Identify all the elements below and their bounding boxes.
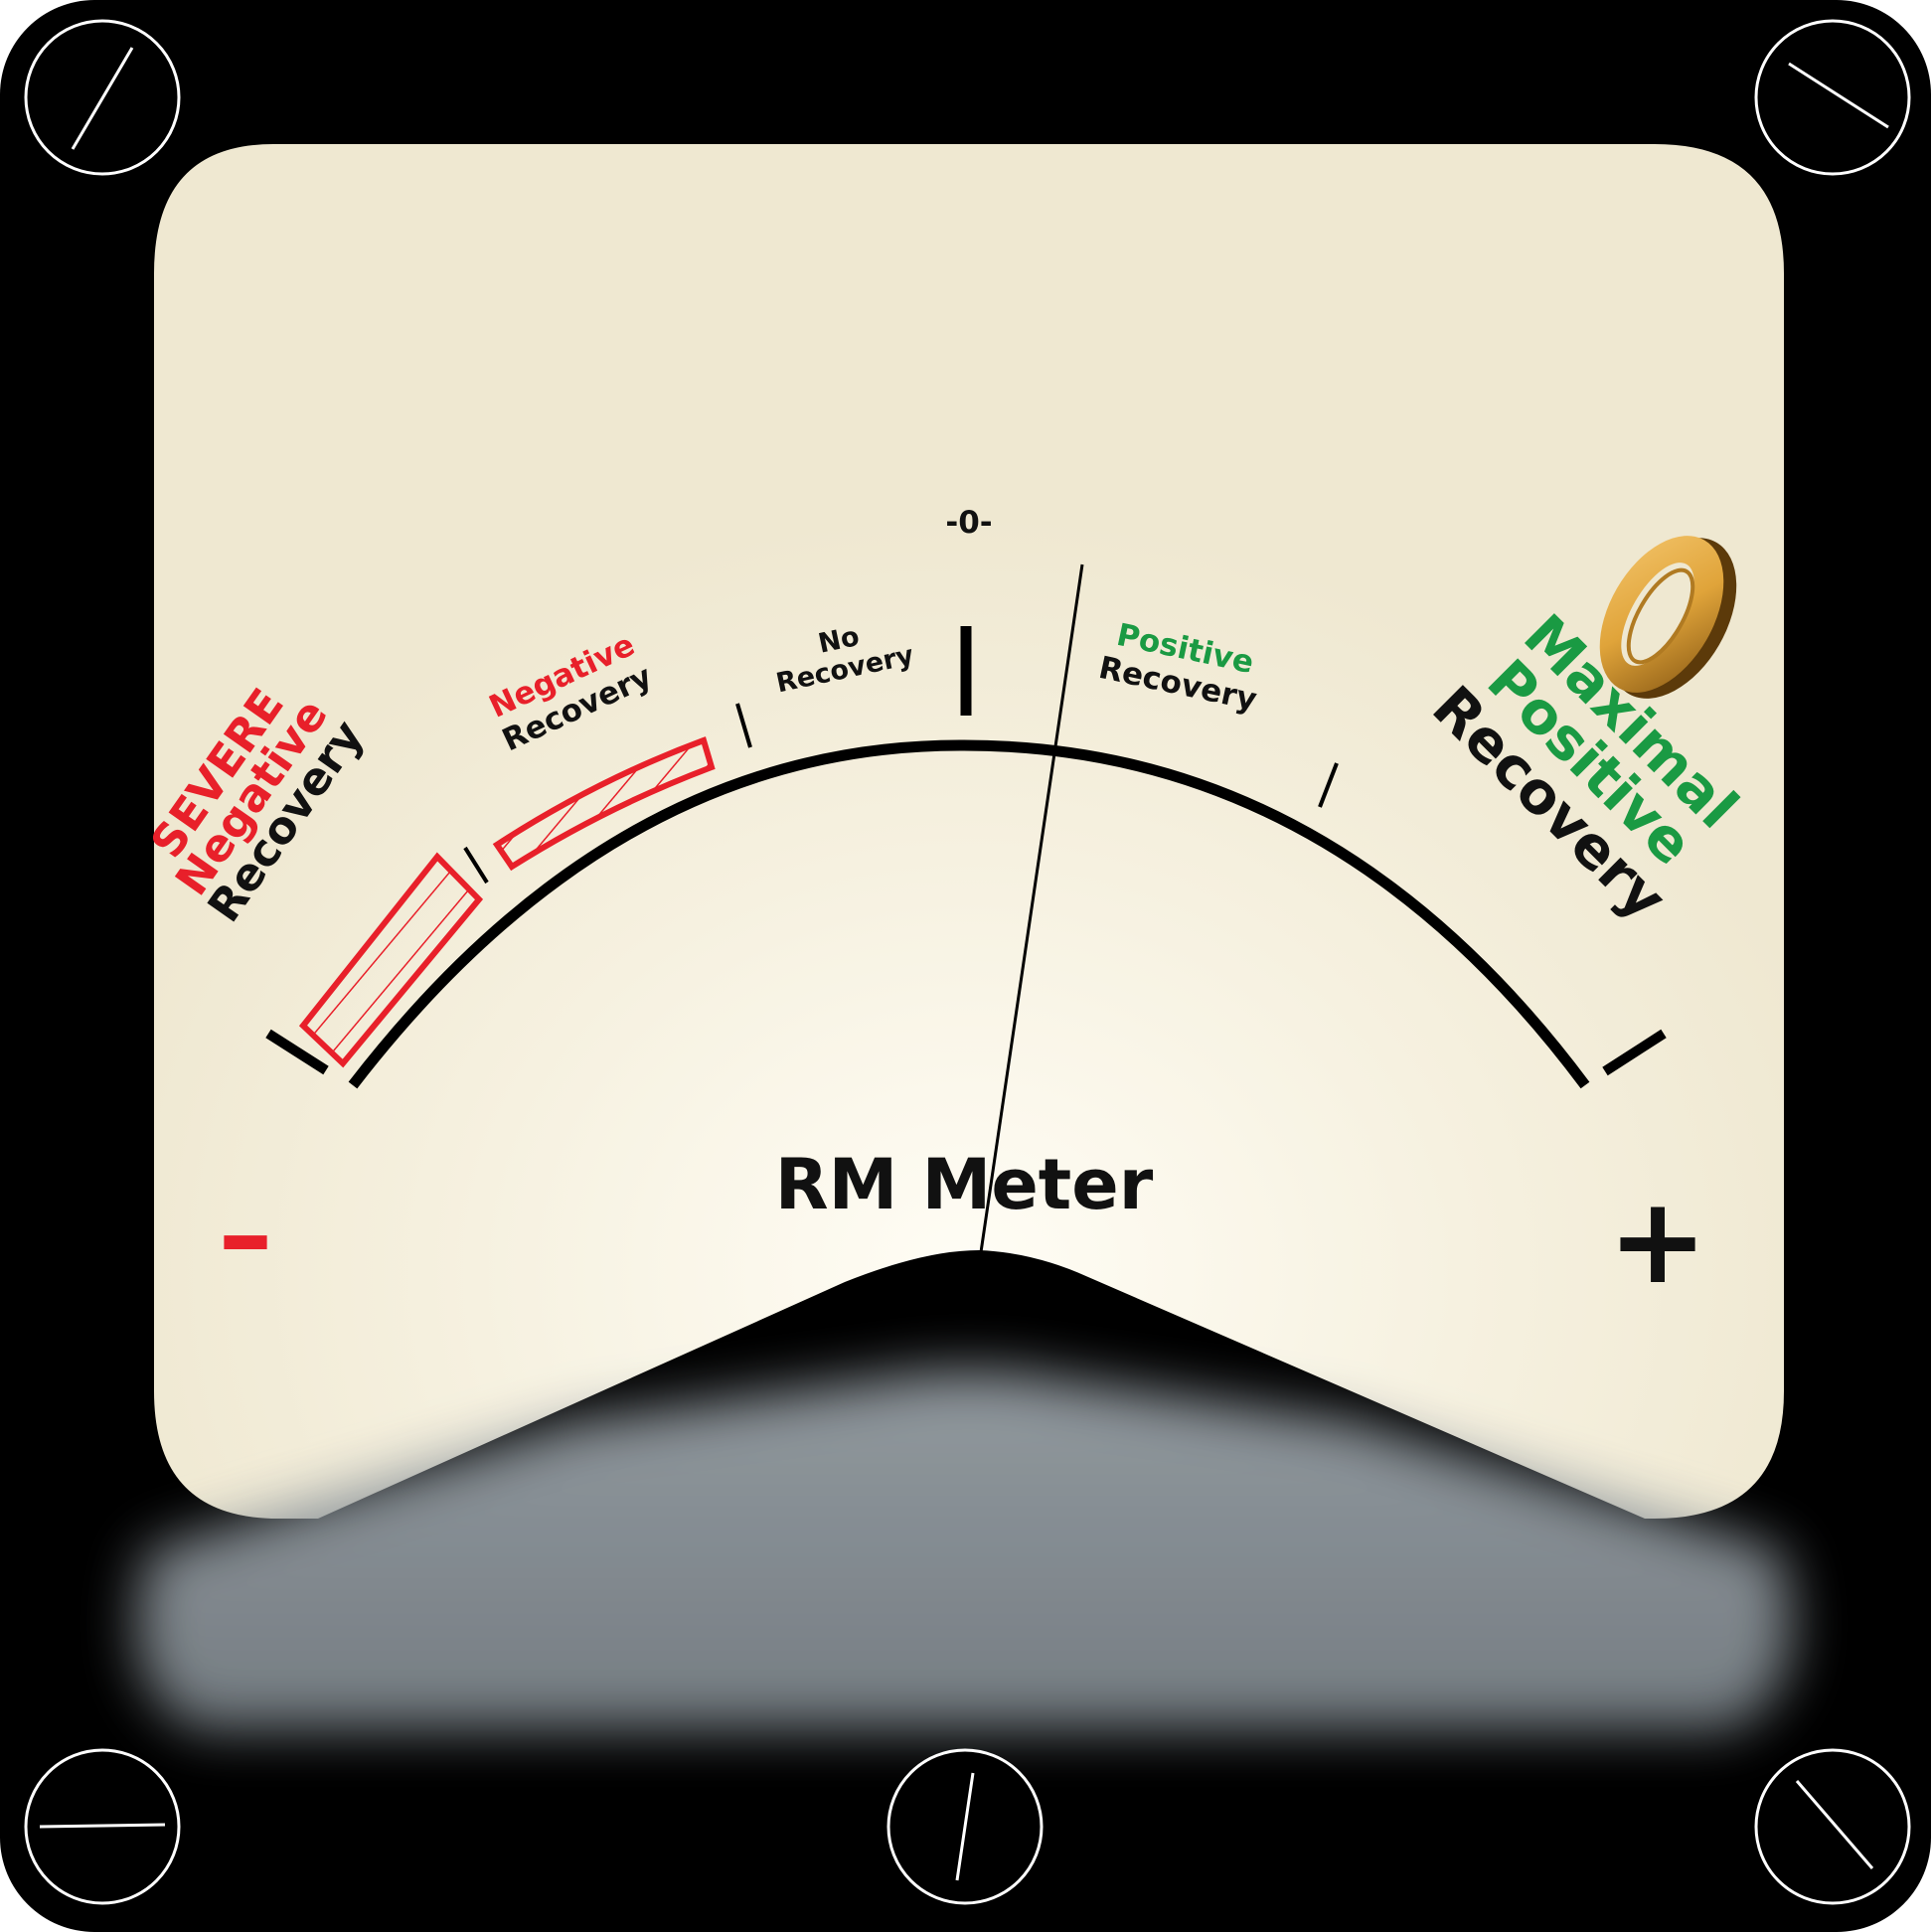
tick-min [265, 1029, 329, 1075]
minus-sign: – [219, 1171, 273, 1298]
tick-minor [1318, 762, 1339, 808]
screw-icon [24, 1748, 181, 1905]
tick-minor [463, 846, 489, 885]
scale-arc [348, 739, 1590, 1089]
screw-icon [1754, 19, 1911, 176]
negative-zone [492, 736, 716, 872]
ring-knob-icon[interactable] [1574, 515, 1763, 722]
tick-minor [735, 703, 752, 748]
screw-icon [1754, 1748, 1911, 1905]
tick-max [1602, 1029, 1667, 1076]
zero-label: -0- [945, 505, 992, 541]
plus-sign: + [1608, 1173, 1708, 1311]
housing-shadow [136, 1371, 1792, 1729]
dial-face [154, 144, 1784, 1519]
meter-needle [979, 564, 1084, 1253]
screw-icon [24, 19, 181, 176]
severe-negative-zone [298, 852, 484, 1068]
screw-icon [886, 1748, 1044, 1905]
meter-title: RM Meter [775, 1144, 1154, 1225]
